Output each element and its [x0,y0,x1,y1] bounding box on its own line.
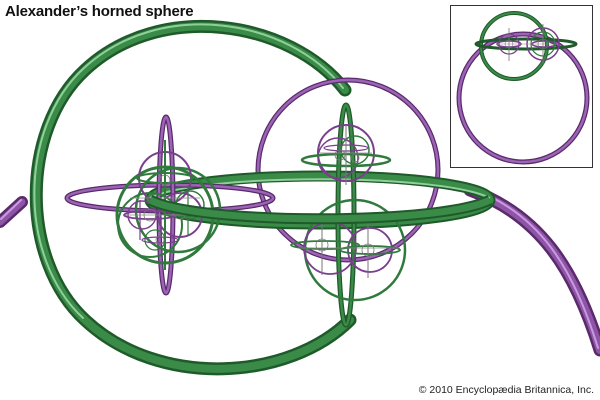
upper-right-horn-cluster [300,124,392,185]
large-purple-arc [463,183,600,357]
left-purple-stub [0,196,28,228]
figure-title: Alexander’s horned sphere [5,3,194,20]
right-purple-ring [255,77,441,263]
inset-frame [450,5,593,168]
large-green-ring [29,19,357,376]
inset-horn-detail [474,24,578,64]
green-ring-front-segment [147,194,493,225]
copyright-credit: © 2010 Encyclopædia Britannica, Inc. [418,384,594,396]
inset-overview-illustration [456,11,590,165]
inset-purple-ring [456,31,590,165]
